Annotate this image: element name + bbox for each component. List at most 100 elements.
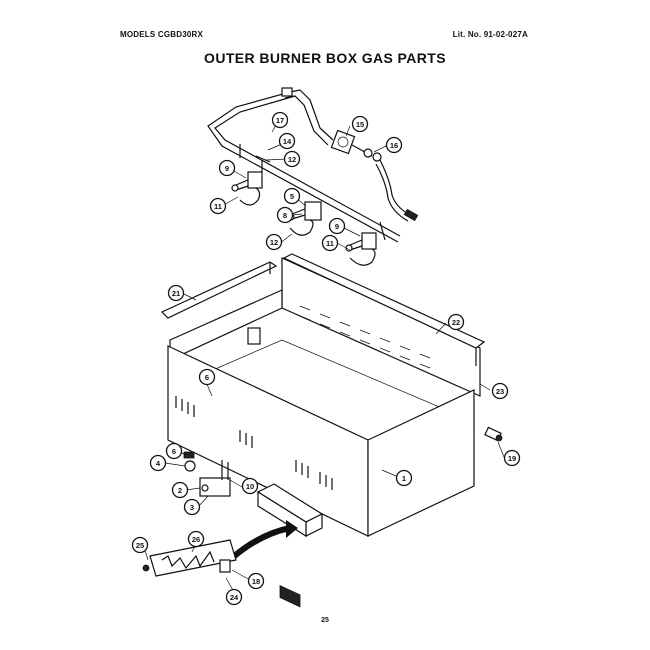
callout-label: 22 <box>452 318 460 327</box>
callout-circle <box>167 284 185 302</box>
callout-6b: 6 <box>165 442 183 460</box>
callout-circle <box>283 150 301 168</box>
callout-label: 2 <box>178 486 182 495</box>
callout-circle <box>209 197 227 215</box>
callout-12b: 12 <box>265 233 283 251</box>
callout-circle <box>395 469 413 487</box>
callout-24: 24 <box>225 588 243 606</box>
callout-label: 8 <box>283 211 287 220</box>
callout-label: 10 <box>246 482 254 491</box>
burner-bracket <box>142 539 237 577</box>
callout-label: 11 <box>214 202 222 211</box>
callout-26: 26 <box>187 530 205 548</box>
literature-number: Lit. No. 91-02-027A <box>452 30 528 39</box>
callout-label: 9 <box>335 222 339 231</box>
callout-circle <box>321 234 339 252</box>
callout-14: 14 <box>278 132 296 150</box>
model-number: MODELS CGBD30RX <box>120 30 204 39</box>
callout-label: 24 <box>230 593 239 602</box>
valve-left <box>231 155 271 206</box>
callout-23: 23 <box>491 382 509 400</box>
burner-cover <box>256 483 324 538</box>
callout-label: 6 <box>172 447 176 456</box>
leader-lines <box>143 121 505 593</box>
valve-center <box>287 201 322 236</box>
callout-label: 12 <box>288 155 296 164</box>
callout-16: 16 <box>385 136 403 154</box>
callout-circle <box>247 572 265 590</box>
callout-5: 5 <box>283 187 301 205</box>
callout-circle <box>225 588 243 606</box>
callout-label: 12 <box>270 238 278 247</box>
callout-circle <box>271 111 289 129</box>
callout-label: 5 <box>290 192 294 201</box>
burner-box <box>167 257 481 608</box>
callout-label: 26 <box>192 535 200 544</box>
callout-label: 21 <box>172 289 180 298</box>
callout-9a: 9 <box>218 159 236 177</box>
callout-label: 6 <box>205 373 209 382</box>
callout-label: 15 <box>356 120 364 129</box>
callout-9b: 9 <box>328 217 346 235</box>
callout-circle <box>265 233 283 251</box>
callout-circle <box>385 136 403 154</box>
callout-10: 10 <box>241 477 259 495</box>
callout-circle <box>171 481 189 499</box>
callout-circle <box>278 132 296 150</box>
callout-circle <box>183 498 201 516</box>
callout-15: 15 <box>351 115 369 133</box>
callout-circle <box>218 159 236 177</box>
callout-label: 4 <box>156 459 161 468</box>
callout-6a: 6 <box>198 368 216 386</box>
page-number: 25 <box>321 617 329 624</box>
callout-8: 8 <box>276 206 294 224</box>
page-title: OUTER BURNER BOX GAS PARTS <box>204 50 446 66</box>
valve-right <box>345 232 377 266</box>
callout-1: 1 <box>395 469 413 487</box>
callout-3: 3 <box>183 498 201 516</box>
callout-circle <box>131 536 149 554</box>
gas-manifold-pipe <box>207 87 401 243</box>
callout-label: 1 <box>402 474 406 483</box>
callout-17: 17 <box>271 111 289 129</box>
callout-label: 17 <box>276 116 284 125</box>
callout-circle <box>351 115 369 133</box>
callout-label: 25 <box>136 541 144 550</box>
gas-regulator <box>330 129 382 162</box>
callout-circle <box>283 187 301 205</box>
callout-label: 23 <box>496 387 504 396</box>
callout-11a: 11 <box>209 197 227 215</box>
orifice-fitting <box>484 426 503 442</box>
assembly-arrow <box>230 520 298 561</box>
callout-19: 19 <box>503 449 521 467</box>
callout-circle <box>447 313 465 331</box>
callout-label: 3 <box>190 503 194 512</box>
callout-circle <box>165 442 183 460</box>
side-rail-right <box>282 253 486 366</box>
callout-18: 18 <box>247 572 265 590</box>
callout-label: 14 <box>283 137 292 146</box>
callout-circle <box>503 449 521 467</box>
callout-circle <box>241 477 259 495</box>
callout-circle <box>187 530 205 548</box>
callout-circle <box>198 368 216 386</box>
callout-11b: 11 <box>321 234 339 252</box>
flex-connector <box>375 159 419 222</box>
callout-2: 2 <box>171 481 189 499</box>
callout-circle <box>276 206 294 224</box>
callout-21: 21 <box>167 284 185 302</box>
callout-circle <box>149 454 167 472</box>
callout-4: 4 <box>149 454 167 472</box>
callout-circle <box>328 217 346 235</box>
callout-label: 18 <box>252 577 260 586</box>
callout-label: 16 <box>390 141 398 150</box>
callout-label: 11 <box>326 239 334 248</box>
callout-22: 22 <box>447 313 465 331</box>
igniter-assembly <box>183 451 231 497</box>
callout-label: 9 <box>225 164 229 173</box>
callout-12a: 12 <box>283 150 301 168</box>
callout-25: 25 <box>131 536 149 554</box>
callout-label: 19 <box>508 454 516 463</box>
callout-circle <box>491 382 509 400</box>
